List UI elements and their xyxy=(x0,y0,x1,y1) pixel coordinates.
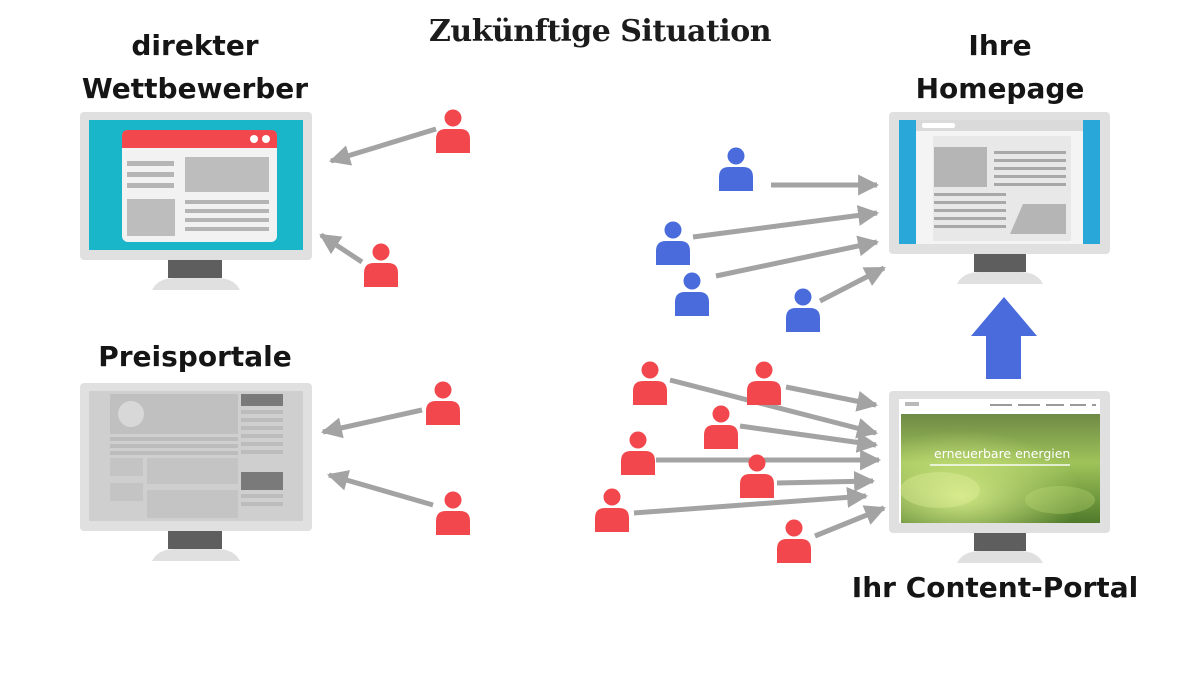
user-icon xyxy=(740,454,774,498)
user-icon xyxy=(786,288,820,332)
price-portals-label: Preisportale xyxy=(98,340,292,373)
user-icon xyxy=(364,243,398,287)
arrow-icon xyxy=(326,470,434,508)
arrow-icon xyxy=(785,384,879,412)
user-icon xyxy=(777,519,811,563)
arrow-icon xyxy=(739,423,879,453)
arrows xyxy=(319,126,886,539)
user-icon xyxy=(704,405,738,449)
homepage-label-line2: Homepage xyxy=(915,72,1085,105)
arrow-icon xyxy=(328,126,437,166)
arrow-icon xyxy=(776,470,876,492)
users xyxy=(364,109,820,563)
arrow-icon xyxy=(814,505,886,539)
arrow-icon xyxy=(319,232,364,265)
user-icon xyxy=(675,272,709,316)
arrow-icon xyxy=(818,265,886,304)
arrow-icon xyxy=(669,377,879,439)
price-portals-monitor-icon xyxy=(80,383,312,561)
competitor-monitor-icon xyxy=(80,112,312,290)
competitor-label-line2: Wettbewerber xyxy=(81,72,309,105)
user-icon xyxy=(436,109,470,153)
diagram-title: Zukünftige Situation xyxy=(428,14,772,49)
arrow-icon xyxy=(633,486,869,516)
user-icon xyxy=(719,147,753,191)
homepage-label-line1: Ihre xyxy=(968,29,1032,62)
homepage-label: Ihre Homepage xyxy=(860,24,1140,110)
homepage-monitor-icon xyxy=(889,112,1110,284)
user-icon xyxy=(747,361,781,405)
user-icon xyxy=(436,491,470,535)
user-icon xyxy=(656,221,690,265)
competitor-label: direkter Wettbewerber xyxy=(60,24,330,110)
content-portal-monitor-icon: erneuerbare energien xyxy=(889,391,1110,563)
user-icon xyxy=(633,361,667,405)
arrow-icon xyxy=(692,205,880,240)
arrow-icon xyxy=(715,235,880,279)
arrow-icon xyxy=(320,407,423,439)
user-icon xyxy=(621,431,655,475)
content-portal-label: Ihr Content-Portal xyxy=(851,571,1139,604)
user-icon xyxy=(595,488,629,532)
user-icon xyxy=(426,381,460,425)
up-arrow-icon xyxy=(971,297,1037,379)
competitor-label-line1: direkter xyxy=(131,29,259,62)
content-portal-headline: erneuerbare energien xyxy=(934,446,1070,461)
